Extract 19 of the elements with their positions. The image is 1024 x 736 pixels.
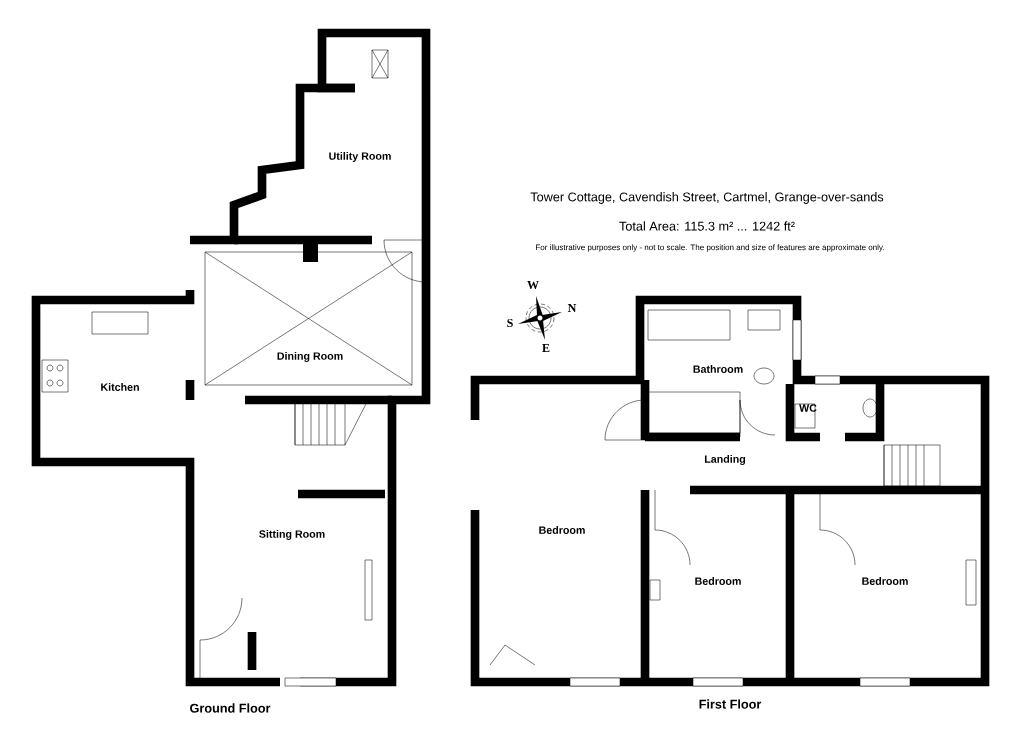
- floor-label: Ground Floor: [190, 703, 271, 713]
- room-label: Sitting Room: [259, 530, 325, 540]
- room-label: WC: [799, 404, 817, 412]
- compass-letter: E: [542, 344, 550, 352]
- compass-letter: W: [527, 281, 539, 290]
- compass-letter: S: [507, 318, 513, 328]
- room-label: Bedroom: [539, 526, 585, 534]
- disclaimer-text: For illustrative purposes only - not to scale. The position and size of features are approximate only.: [536, 244, 884, 252]
- compass-letter: N: [567, 304, 577, 312]
- room-label: Landing: [705, 455, 746, 465]
- floor-label: First Floor: [699, 699, 762, 709]
- room-label: Kitchen: [101, 383, 139, 391]
- room-label: Utility Room: [329, 152, 391, 162]
- room-label: Dining Room: [277, 352, 343, 362]
- room-label: Bathroom: [693, 365, 743, 373]
- room-label: Bedroom: [862, 577, 908, 585]
- area-text: Total Area: 115.3 m² ... 1242 ft²: [619, 221, 795, 231]
- room-label: Bedroom: [695, 577, 741, 585]
- title: Tower Cottage, Cavendish Street, Cartmel, Grange-over-sands: [530, 192, 884, 204]
